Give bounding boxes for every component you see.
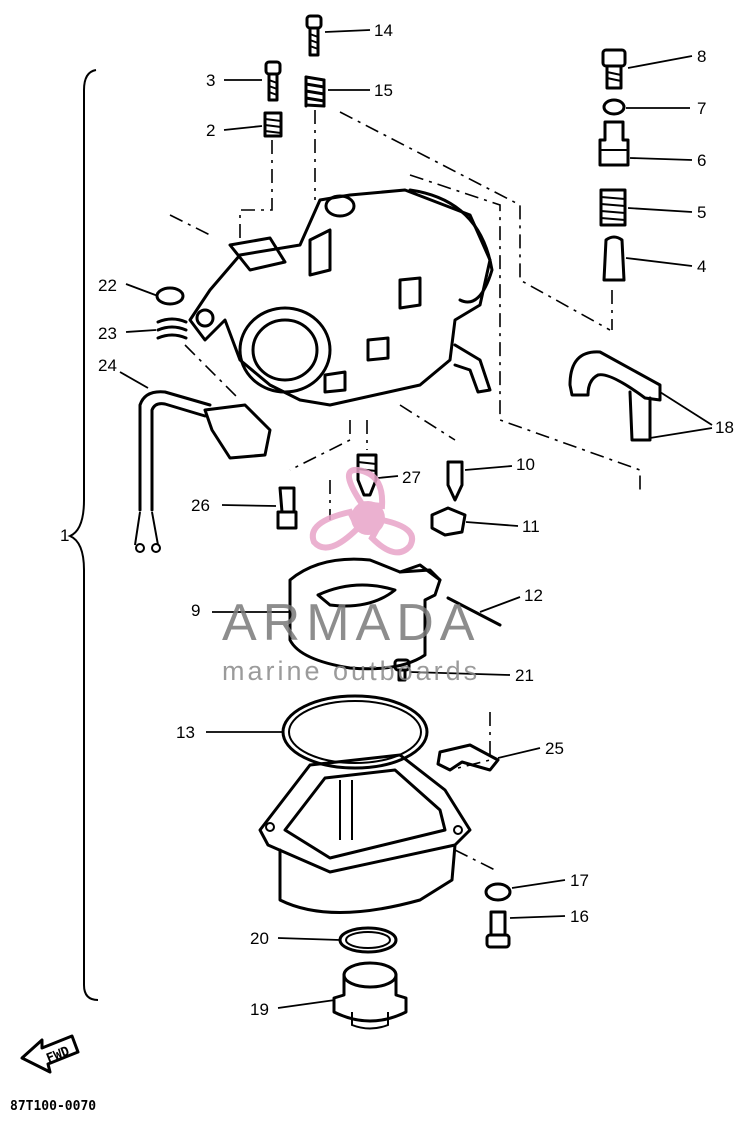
callout-10: 10 bbox=[516, 455, 535, 474]
callout-8: 8 bbox=[697, 47, 706, 66]
callout-11: 11 bbox=[522, 517, 540, 536]
callout-25: 25 bbox=[545, 739, 564, 758]
carburetor-body bbox=[188, 188, 494, 407]
callout-26: 26 bbox=[191, 496, 210, 515]
part-12-pin bbox=[446, 596, 502, 627]
armada-logo-icon bbox=[309, 466, 415, 556]
part-5-spring bbox=[599, 188, 627, 227]
part-16-bolt bbox=[485, 910, 511, 949]
callout-6: 6 bbox=[697, 151, 706, 170]
part-10-needle bbox=[446, 460, 464, 502]
callout-2: 2 bbox=[206, 121, 215, 140]
part-6-nut bbox=[598, 120, 630, 167]
part-9-float bbox=[288, 557, 442, 671]
callout-17: 17 bbox=[570, 871, 589, 890]
callout-3: 3 bbox=[206, 71, 215, 90]
part-21-screw bbox=[393, 658, 411, 682]
callout-4: 4 bbox=[697, 257, 706, 276]
part-2-spring bbox=[263, 111, 283, 138]
callout-16: 16 bbox=[570, 907, 589, 926]
watermark: ARMADA marine outboards bbox=[222, 466, 480, 686]
callout-7: 7 bbox=[697, 99, 706, 118]
part-25-bracket bbox=[436, 743, 500, 772]
watermark-tagline: marine outboards bbox=[222, 656, 480, 686]
fwd-arrow-icon: FWD bbox=[20, 1034, 80, 1074]
callout-12: 12 bbox=[524, 586, 543, 605]
assembly-brace bbox=[67, 69, 99, 1001]
part-22-washer bbox=[155, 286, 185, 306]
part-8-bolt bbox=[601, 48, 627, 90]
callout-13: 13 bbox=[176, 723, 195, 742]
callout-1: 1 bbox=[60, 526, 69, 545]
part-7-washer bbox=[602, 98, 626, 116]
callout-19: 19 bbox=[250, 1000, 269, 1019]
part-17-washer bbox=[484, 882, 512, 902]
part-26-jet bbox=[276, 486, 298, 530]
part-23-spring bbox=[156, 317, 188, 340]
float-bowl bbox=[258, 753, 472, 914]
part-13-gasket bbox=[281, 694, 429, 770]
callout-15: 15 bbox=[374, 81, 393, 100]
alignment-lines bbox=[169, 110, 641, 871]
callout-24: 24 bbox=[98, 356, 117, 375]
part-14-screw bbox=[305, 14, 323, 57]
fwd-label: FWD bbox=[44, 1044, 72, 1067]
part-3-screw bbox=[264, 60, 282, 102]
part-15-spring bbox=[304, 75, 326, 108]
callout-23: 23 bbox=[98, 324, 117, 343]
drawing-code: 87T100-0070 bbox=[10, 1099, 96, 1114]
callout-27: 27 bbox=[402, 468, 421, 487]
part-11-clip bbox=[430, 506, 467, 537]
callout-18: 18 bbox=[715, 418, 734, 437]
watermark-brand: ARMADA bbox=[222, 594, 480, 652]
callout-20: 20 bbox=[250, 929, 269, 948]
part-24-lead bbox=[134, 390, 272, 553]
leader-lines bbox=[119, 29, 713, 1009]
callout-21: 21 bbox=[515, 666, 534, 685]
part-18-hose bbox=[568, 350, 662, 442]
part-20-oring bbox=[338, 926, 398, 954]
callout-5: 5 bbox=[697, 203, 706, 222]
callout-9: 9 bbox=[191, 601, 200, 620]
callout-labels: 1 2 3 4 5 6 7 8 9 10 11 12 13 14 15 16 1… bbox=[60, 21, 734, 1019]
part-19-plug bbox=[332, 961, 408, 1030]
part-4-plunger bbox=[602, 235, 626, 282]
callout-14: 14 bbox=[374, 21, 393, 40]
callout-22: 22 bbox=[98, 276, 117, 295]
